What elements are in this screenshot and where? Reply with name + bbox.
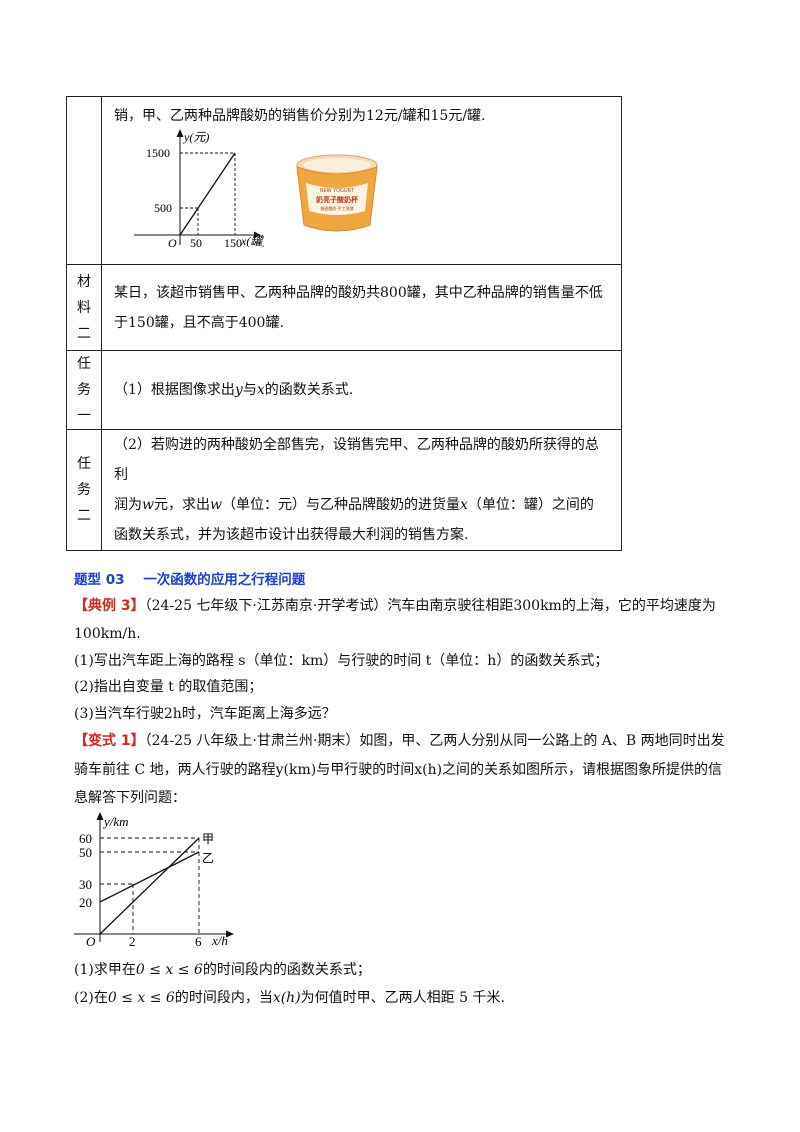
x-axis-label: x/h	[211, 933, 228, 948]
x-tick-label: 2	[129, 934, 136, 949]
table-row: 销，甲、乙两种品牌酸奶的销售价分别为12元/罐和15元/罐. y(元) x(罐)…	[66, 96, 622, 265]
table-content-cell: （2）若购进的两种酸奶全部售完，设销售完甲、乙两种品牌的酸奶所获得的总利 润为w…	[101, 429, 622, 551]
graph-line	[179, 152, 236, 236]
yogurt-cup-image: NEW YOGURT 奶亮子酸奶杯 微甜酸奶·手工发酵	[296, 154, 378, 232]
y-tick-label: 30	[79, 877, 92, 892]
material-two-line: 某日，该超市销售甲、乙两种品牌的酸奶共800罐，其中乙种品牌的销售量不低	[114, 284, 603, 301]
line-yi	[99, 851, 200, 903]
table-row: 任 务 一 （1）根据图像求出y与x的函数关系式.	[66, 350, 622, 430]
table-content-cell: 某日，该超市销售甲、乙两种品牌的酸奶共800罐，其中乙种品牌的销售量不低 于15…	[101, 264, 622, 351]
table-label-cell	[66, 96, 102, 265]
example-3-question: (2)指出自变量 t 的取值范围；	[74, 679, 263, 695]
table-row: 材 料 二 某日，该超市销售甲、乙两种品牌的酸奶共800罐，其中乙种品牌的销售量…	[66, 264, 622, 351]
section-title: 题型 03 一次函数的应用之行程问题	[74, 572, 306, 588]
price-text: 销，甲、乙两种品牌酸奶的销售价分别为12元/罐和15元/罐.	[114, 108, 486, 124]
line-yi-label: 乙	[202, 851, 214, 865]
variant-1-line: 骑车前往 C 地，两人行驶的路程y(km)与甲行驶的时间x(h)之间的关系如图所…	[74, 762, 723, 778]
example-3-question: (3)当汽车行驶2h时，汽车距离上海多远？	[74, 706, 336, 722]
variant-1-line: 息解答下列问题：	[74, 790, 186, 806]
y-tick-label: 500	[154, 201, 172, 215]
cup-title-text: 奶亮子酸奶杯	[316, 195, 359, 204]
y-tick-label: 1500	[146, 146, 170, 160]
origin-label: O	[168, 236, 177, 249]
variant-1-question: (1)求甲在0 ≤ x ≤ 6的时间段内的函数关系式；	[74, 962, 371, 978]
y-tick-label: 50	[79, 845, 92, 860]
y-axis-arrow-icon	[176, 129, 184, 137]
material-two-line: 于150罐，且不高于400罐.	[114, 314, 284, 331]
variant-1-line: 【变式 1】（24-25 八年级上·甘肃兰州·期末）如图，甲、乙两人分别从同一公…	[74, 733, 725, 749]
line-jia-label: 甲	[202, 832, 214, 846]
example-3-question: (1)写出汽车距上海的路程 s（单位：km）与行驶的时间 t（单位：h）的函数关…	[74, 653, 609, 669]
profit-graph: y(元) x(罐) O 1500 500 50 150	[134, 129, 264, 249]
table-label-cell: 任 务 二	[66, 429, 102, 551]
table-row: 任 务 二 （2）若购进的两种酸奶全部售完，设销售完甲、乙两种品牌的酸奶所获得的…	[66, 429, 622, 551]
origin-label: O	[86, 934, 96, 949]
line-jia	[99, 837, 200, 935]
y-tick-label: 20	[79, 895, 92, 910]
y-axis-arrow-icon	[96, 812, 104, 820]
x-axis-label: x(罐)	[240, 234, 264, 248]
cup-subtitle-text: 微甜酸奶·手工发酵	[320, 205, 353, 211]
y-tick-label: 60	[79, 831, 92, 846]
table-content-cell: （1）根据图像求出y与x的函数关系式.	[101, 350, 622, 430]
example-3-speed: 100km/h.	[74, 626, 141, 642]
variant-1-question: (2)在0 ≤ x ≤ 6的时间段内，当x(h)为何值时甲、乙两人相距 5 千米…	[74, 990, 505, 1006]
table-label-cell: 任 务 一	[66, 350, 102, 430]
table-content-cell: 销，甲、乙两种品牌酸奶的销售价分别为12元/罐和15元/罐. y(元) x(罐)…	[101, 96, 622, 265]
x-tick-label: 150	[224, 236, 242, 249]
table-label-cell: 材 料 二	[66, 264, 102, 351]
x-tick-label: 6	[195, 934, 202, 949]
distance-time-graph: y/km x/h O 60 50 30 20 2 6 甲 乙	[74, 812, 234, 949]
x-axis-arrow-icon	[254, 231, 261, 239]
material-table: 销，甲、乙两种品牌酸奶的销售价分别为12元/罐和15元/罐. y(元) x(罐)…	[66, 96, 622, 551]
example-3-line: 【典例 3】（24-25 七年级下·江苏南京·开学考试）汽车由南京驶往相距300…	[74, 598, 716, 614]
y-axis-label: y/km	[102, 814, 129, 829]
x-tick-label: 50	[190, 236, 202, 249]
x-axis-arrow-icon	[226, 930, 234, 938]
cup-brand-text: NEW YOGURT	[320, 188, 354, 194]
y-axis-label: y(元)	[183, 130, 209, 144]
